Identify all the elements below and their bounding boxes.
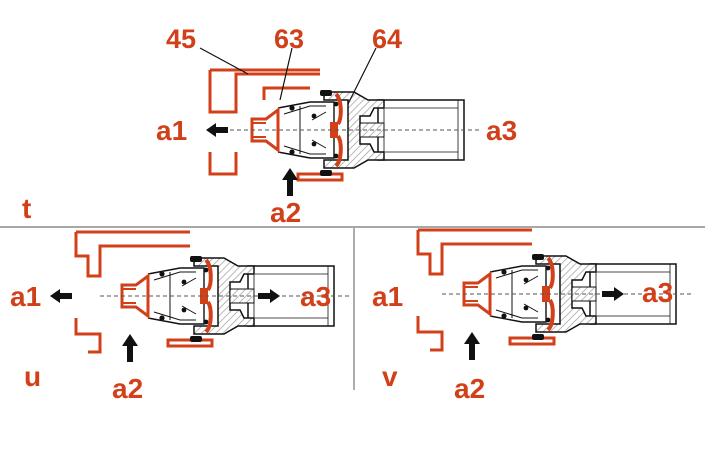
panel-label-u: u bbox=[24, 361, 41, 392]
port-a3-v: a3 bbox=[642, 277, 673, 308]
port-a1-t: a1 bbox=[156, 115, 187, 146]
port-a2-t: a2 bbox=[270, 197, 301, 228]
port-a2-v: a2 bbox=[454, 373, 485, 404]
callout-45: 45 bbox=[166, 24, 196, 54]
callout-63: 63 bbox=[274, 24, 304, 54]
flow-arrow-a1-t bbox=[206, 123, 228, 137]
panel-t: 45 63 64 a1 a2 a3 t bbox=[22, 24, 517, 228]
panel-label-v: v bbox=[382, 361, 398, 392]
leader-64 bbox=[347, 47, 377, 105]
port-a1-v: a1 bbox=[372, 281, 403, 312]
flow-arrow-a2-t bbox=[282, 168, 298, 196]
port-a3-u: a3 bbox=[300, 281, 331, 312]
port-a2-u: a2 bbox=[112, 373, 143, 404]
leader-45 bbox=[199, 47, 249, 75]
port-a1-u: a1 bbox=[10, 281, 41, 312]
flow-arrow-a1-u bbox=[50, 289, 72, 303]
port-a3-t: a3 bbox=[486, 115, 517, 146]
flow-arrow-a2-v bbox=[464, 332, 480, 360]
flow-arrow-a2-u bbox=[122, 334, 138, 362]
panel-u: a1 a2 a3 u bbox=[10, 230, 352, 404]
valve-assembly-t bbox=[208, 68, 482, 182]
panel-label-t: t bbox=[22, 193, 31, 224]
leader-63 bbox=[279, 47, 293, 101]
panel-v: a1 a2 a3 v bbox=[372, 228, 694, 404]
callout-64: 64 bbox=[372, 24, 402, 54]
